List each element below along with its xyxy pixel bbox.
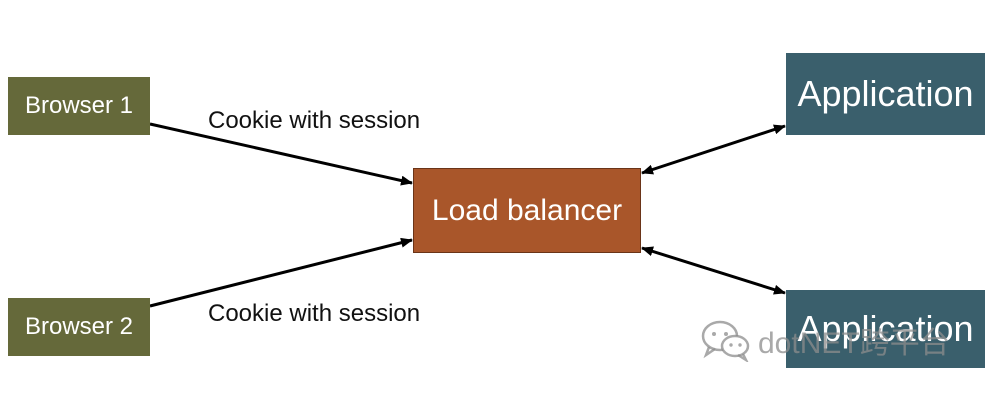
application-1-node: Application: [786, 53, 985, 135]
arrow-lb-app1: [641, 124, 786, 175]
edge-label-cookie-2: Cookie with session: [208, 300, 421, 327]
application-2-node: Application: [786, 290, 985, 368]
browser-2-node: Browser 2: [8, 298, 150, 356]
watermark-text: dotNET跨平台: [758, 327, 950, 360]
arrow-browser1-to-lb: [149, 122, 413, 186]
edge-label-cookie-1: Cookie with session: [208, 107, 421, 134]
arrow-lb-app2: [641, 246, 786, 295]
load-balancer-node: Load balancer: [413, 168, 641, 253]
watermark: dotNET跨平台: [700, 318, 950, 362]
browser-1-node: Browser 1: [8, 77, 150, 135]
browser-2-label: Browser 2: [24, 313, 134, 340]
browser-1-label: Browser 1: [24, 92, 134, 119]
arrow-browser2-to-lb: [149, 237, 413, 308]
wechat-icon: [701, 320, 750, 362]
application-1-label: Application: [797, 73, 974, 114]
load-balancer-label: Load balancer: [431, 193, 623, 227]
application-2-label: Application: [797, 308, 974, 349]
